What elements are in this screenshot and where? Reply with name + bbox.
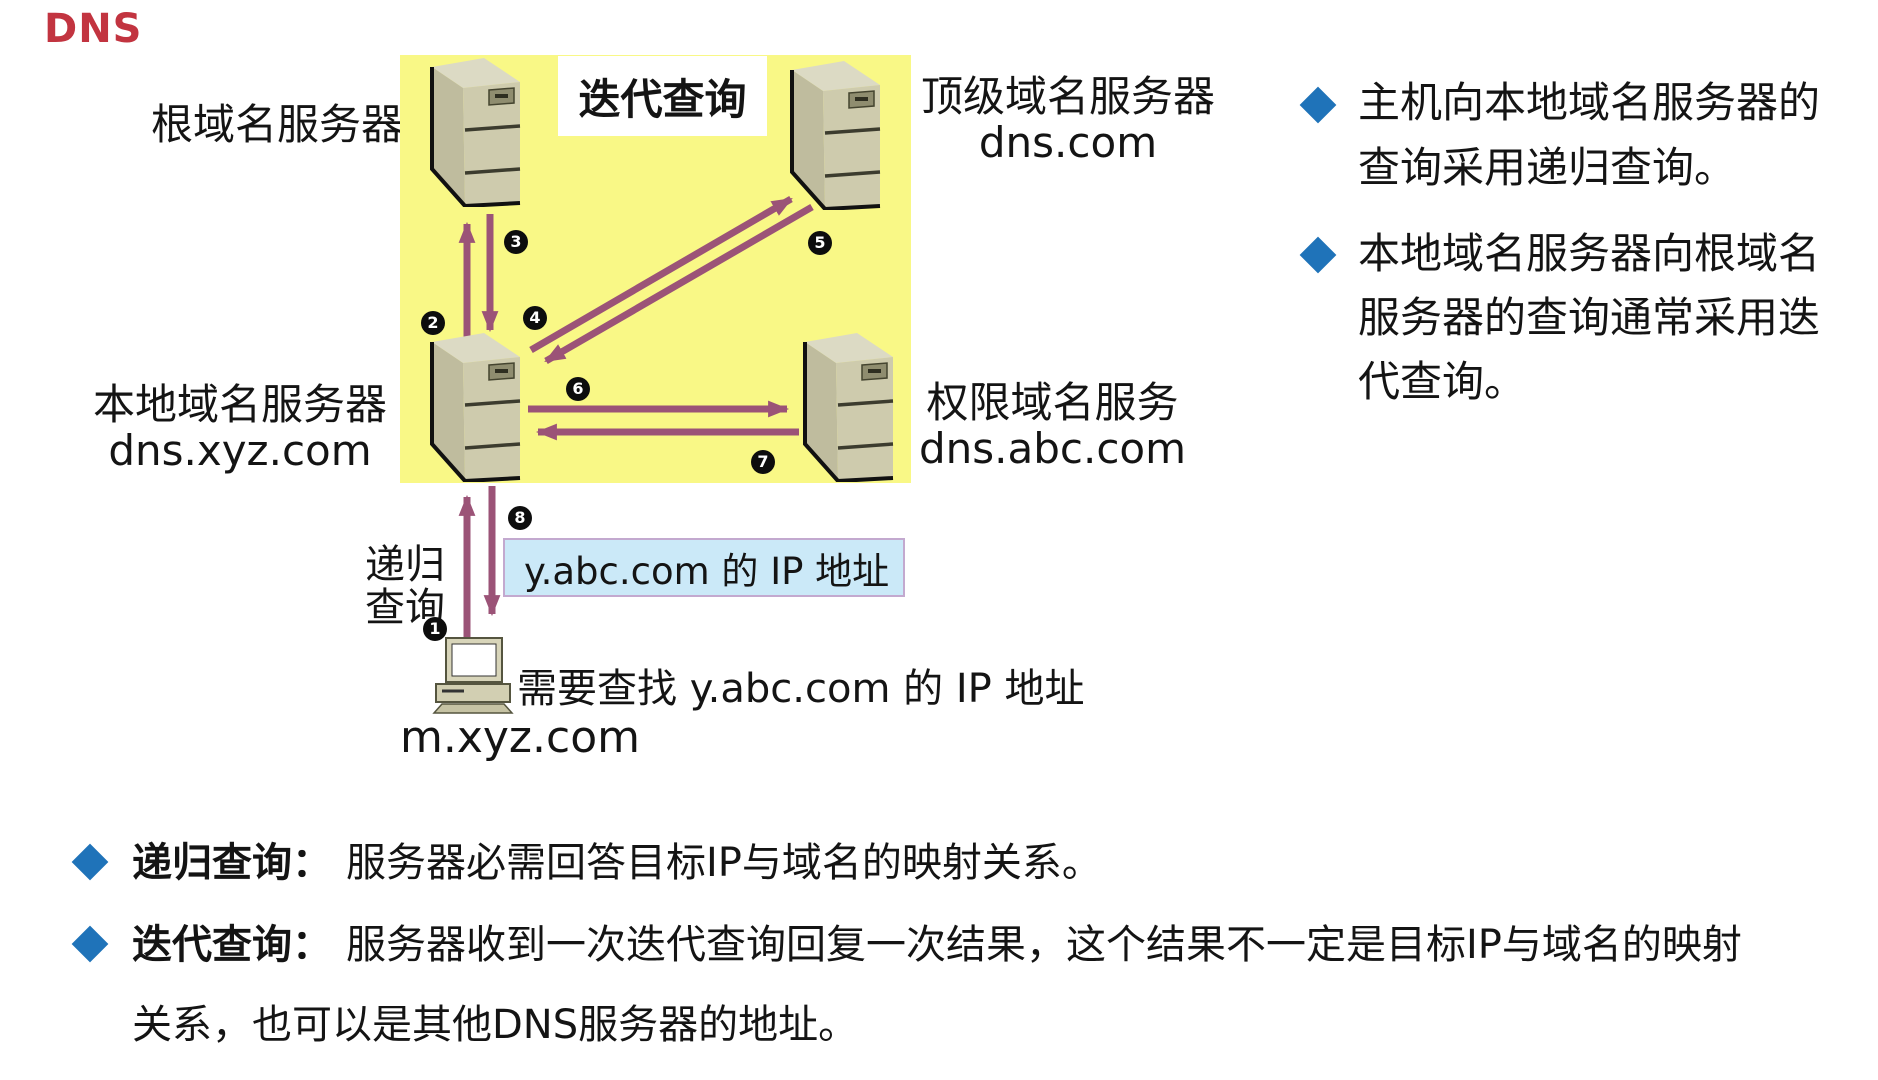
auth-server-icon bbox=[803, 332, 895, 486]
bottom-note-1-line-1: 递归查询： 服务器必需回答目标IP与域名的映射关系。 bbox=[132, 841, 1102, 885]
auth-server-domain: dns.abc.com bbox=[918, 424, 1187, 473]
step-badge-1: 1 bbox=[423, 617, 447, 641]
local-server-label: 本地域名服务器 bbox=[92, 380, 387, 429]
root-server-label: 根域名服务器 bbox=[150, 100, 403, 149]
step-badge-3: 3 bbox=[504, 230, 528, 254]
right-note-2-line-3: 代查询。 bbox=[1358, 357, 1527, 406]
right-note-2-line-1: 本地域名服务器向根域名 bbox=[1358, 229, 1821, 278]
arrow-local-to-tld bbox=[529, 195, 793, 354]
bottom-note-1-text: 服务器必需回答目标IP与域名的映射关系。 bbox=[346, 840, 1102, 886]
ip-result-box: y.abc.com 的 IP 地址 bbox=[503, 538, 905, 597]
host-domain-label: m.xyz.com bbox=[400, 712, 640, 763]
step-badge-7: 7 bbox=[751, 450, 775, 474]
tld-server-domain: dns.com bbox=[978, 118, 1158, 167]
ip-result-text: y.abc.com 的 IP 地址 bbox=[524, 549, 890, 593]
tld-server-icon bbox=[790, 60, 882, 214]
right-note-1-line-1: 主机向本地域名服务器的 bbox=[1358, 78, 1821, 127]
arrow-tld-to-local bbox=[544, 203, 814, 365]
bottom-note-2-line-2: 关系，也可以是其他DNS服务器的地址。 bbox=[132, 1002, 859, 1048]
bottom-note-2-term: 迭代查询： bbox=[132, 922, 332, 968]
bottom-note-1-term: 递归查询： bbox=[132, 840, 332, 886]
step-badge-8: 8 bbox=[508, 506, 532, 530]
step-badge-2: 2 bbox=[421, 311, 445, 335]
auth-server-label: 权限域名服务 bbox=[926, 378, 1179, 427]
bottom-note-2-line-1: 迭代查询： 服务器收到一次迭代查询回复一次结果，这个结果不一定是目标IP与域名的映… bbox=[132, 923, 1742, 967]
right-note-2-line-2: 服务器的查询通常采用迭 bbox=[1358, 293, 1821, 342]
local-server-icon bbox=[430, 332, 522, 486]
step-badge-5: 5 bbox=[808, 231, 832, 255]
local-server-domain: dns.xyz.com bbox=[108, 426, 372, 475]
iteration-query-label: 迭代查询 bbox=[578, 74, 747, 124]
recursion-query-label-line1: 递归 bbox=[365, 542, 445, 588]
page-title: DNS bbox=[44, 6, 143, 52]
host-query-text: 需要查找 y.abc.com 的 IP 地址 bbox=[517, 666, 1085, 712]
root-server-icon bbox=[430, 57, 522, 211]
step-badge-4: 4 bbox=[523, 306, 547, 330]
iteration-query-label-box: 迭代查询 bbox=[558, 56, 767, 136]
right-note-1-line-2: 查询采用递归查询。 bbox=[1358, 143, 1737, 192]
step-badge-6: 6 bbox=[566, 377, 590, 401]
bottom-note-2-text: 服务器收到一次迭代查询回复一次结果，这个结果不一定是目标IP与域名的映射 bbox=[346, 922, 1742, 968]
tld-server-label: 顶级域名服务器 bbox=[920, 72, 1215, 121]
host-computer-icon bbox=[432, 636, 516, 718]
